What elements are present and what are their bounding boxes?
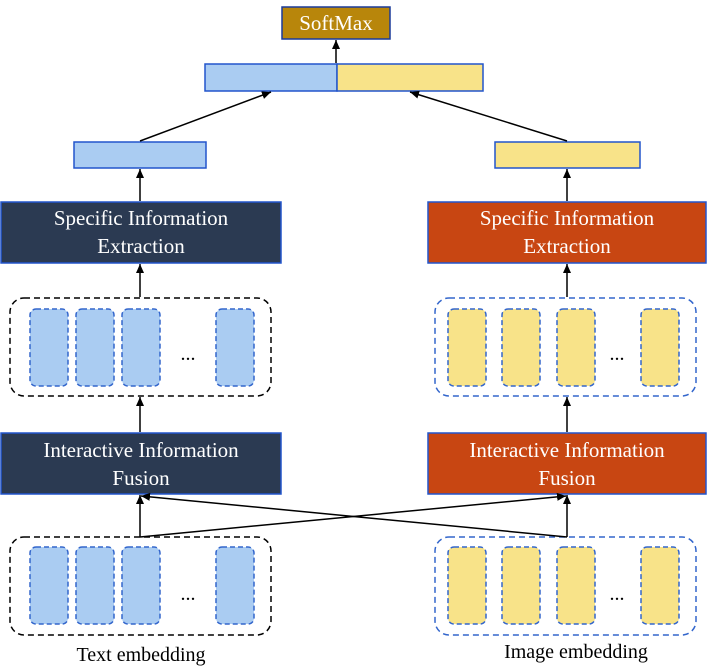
- arrow-image-embedding-to-text-fusion: [140, 492, 568, 538]
- image-branch-output: [494, 141, 641, 169]
- image-fused-token: [556, 308, 596, 387]
- image-fused-token: [640, 308, 680, 387]
- image-interactive-line1: Interactive Information: [469, 438, 665, 462]
- text-embedding-token: [215, 546, 255, 625]
- image-fused-token: [501, 308, 541, 387]
- image-interactive-line2: Fusion: [538, 466, 596, 490]
- text-embedding-ellipsis: ...: [181, 583, 196, 605]
- text-embedding-label: Text embedding: [76, 644, 205, 666]
- image-embedding-group: ...: [434, 536, 697, 636]
- softmax-node: SoftMax: [281, 6, 391, 40]
- text-specific-line1: Specific Information: [54, 206, 229, 230]
- image-embedding-token: [447, 546, 487, 625]
- text-interactive-line2: Fusion: [112, 466, 170, 490]
- image-embedding-ellipsis: ...: [610, 583, 625, 605]
- image-interactive-fusion: Interactive Information Fusion: [427, 432, 707, 495]
- text-specific-line2: Extraction: [97, 234, 185, 258]
- text-embedding-token: [29, 546, 69, 625]
- text-specific-extraction: Specific Information Extraction: [0, 201, 282, 264]
- text-fused-ellipsis: ...: [181, 343, 196, 365]
- concat-image-part: [336, 63, 484, 92]
- text-fused-token: [215, 308, 255, 387]
- text-embedding-token: [75, 546, 115, 625]
- text-branch-output: [73, 141, 207, 169]
- image-fused-ellipsis: ...: [610, 343, 625, 365]
- text-fused-token: [121, 308, 161, 387]
- image-embedding-label: Image embedding: [504, 641, 648, 663]
- image-embedding-token: [640, 546, 680, 625]
- image-fused-token: [447, 308, 487, 387]
- text-fused-token: [75, 308, 115, 387]
- image-specific-line2: Extraction: [523, 234, 611, 258]
- image-specific-extraction: Specific Information Extraction: [427, 201, 707, 264]
- text-fused-features: ...: [9, 297, 272, 397]
- concat-text-part: [204, 63, 338, 92]
- text-interactive-fusion: Interactive Information Fusion: [0, 432, 282, 495]
- arrow-text-output-to-concat: [139, 91, 272, 142]
- softmax-label: SoftMax: [299, 11, 373, 35]
- text-interactive-line1: Interactive Information: [43, 438, 239, 462]
- image-specific-line1: Specific Information: [480, 206, 655, 230]
- arrow-image-output-to-concat: [409, 90, 568, 142]
- text-embedding-token: [121, 546, 161, 625]
- image-embedding-token: [501, 546, 541, 625]
- image-embedding-token: [556, 546, 596, 625]
- text-fused-token: [29, 308, 69, 387]
- text-embedding-group: ...: [9, 536, 272, 636]
- concat-feature: [204, 63, 484, 92]
- image-fused-features: ...: [434, 297, 697, 397]
